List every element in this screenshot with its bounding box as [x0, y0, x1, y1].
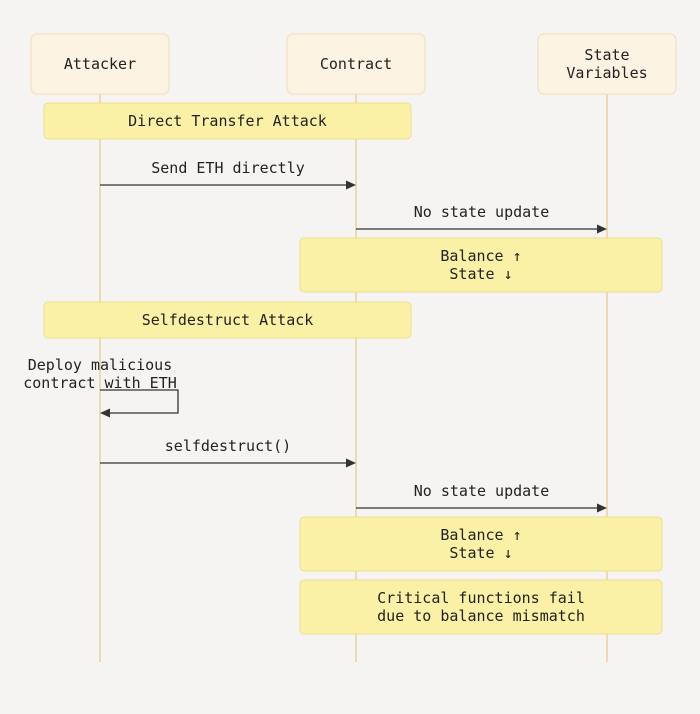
participant-box — [30, 33, 170, 95]
step-note: Balance ↑State ↓ — [299, 237, 663, 293]
note-box — [299, 237, 663, 293]
arrowhead — [597, 503, 607, 513]
section-box — [43, 102, 412, 140]
step-section: Direct Transfer Attack — [43, 102, 412, 140]
note-box — [299, 516, 663, 572]
participant-label: Attacker — [64, 55, 136, 73]
self-message-label: Deploy malicious — [28, 356, 173, 374]
step-message: No state update — [356, 203, 607, 234]
participant-attacker: Attacker — [30, 33, 170, 95]
step-message: selfdestruct() — [100, 437, 356, 468]
arrowhead — [100, 408, 110, 418]
participant-box — [286, 33, 426, 95]
note-box — [299, 579, 663, 635]
participant-contract: Contract — [286, 33, 426, 95]
participant-label: Contract — [320, 55, 392, 73]
self-message-label: contract with ETH — [23, 374, 177, 392]
self-message-arrow — [100, 389, 179, 414]
note-label: Critical functions fail — [377, 589, 585, 607]
arrowhead — [346, 458, 356, 468]
message-label: selfdestruct() — [165, 437, 291, 455]
section-label: Selfdestruct Attack — [142, 311, 314, 329]
note-label: State ↓ — [449, 544, 512, 562]
note-label: Balance ↑ — [440, 526, 521, 544]
step-message: No state update — [356, 482, 607, 513]
participant-label: State — [584, 46, 629, 64]
step-message: Send ETH directly — [100, 159, 356, 190]
note-label: due to balance mismatch — [377, 607, 585, 625]
participant-label: Variables — [566, 64, 647, 82]
message-label: No state update — [414, 203, 549, 221]
participant-box — [537, 33, 677, 95]
message-label: No state update — [414, 482, 549, 500]
arrowhead — [597, 224, 607, 234]
section-label: Direct Transfer Attack — [128, 112, 327, 130]
message-label: Send ETH directly — [151, 159, 305, 177]
step-section: Selfdestruct Attack — [43, 301, 412, 339]
arrowhead — [346, 180, 356, 190]
note-label: Balance ↑ — [440, 247, 521, 265]
step-note: Balance ↑State ↓ — [299, 516, 663, 572]
section-box — [43, 301, 412, 339]
note-label: State ↓ — [449, 265, 512, 283]
